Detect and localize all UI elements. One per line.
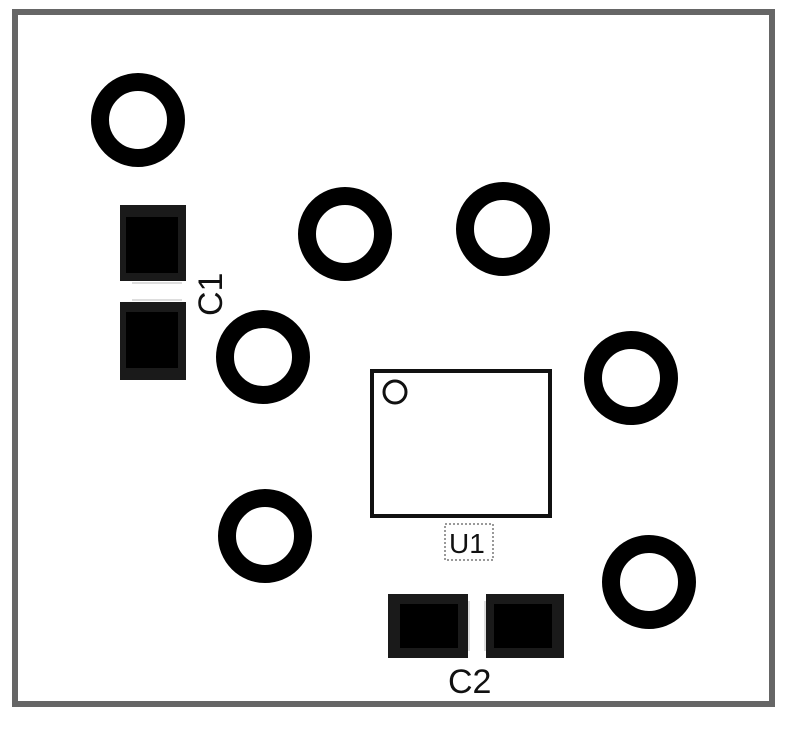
- u1-pin1-marker: [382, 379, 408, 405]
- via-1: [91, 73, 185, 167]
- c2-designator: C2: [448, 663, 491, 701]
- u1-footprint: U1: [370, 369, 552, 561]
- via-4: [216, 310, 310, 404]
- via-7: [602, 535, 696, 629]
- c2-pad-left-inner: [400, 604, 458, 648]
- c1-footprint: C1: [120, 205, 230, 380]
- via-5: [584, 331, 678, 425]
- via-2: [298, 187, 392, 281]
- u1-designator-box: [444, 523, 494, 561]
- via-3: [456, 182, 550, 276]
- c1-pad-bottom-inner: [126, 312, 178, 368]
- u1-designator: U1: [449, 528, 485, 559]
- c2-pad-right-inner: [494, 604, 552, 648]
- through-holes: [91, 73, 696, 629]
- c1-pad-top-inner: [126, 217, 178, 273]
- via-6: [218, 489, 312, 583]
- c2-footprint: C2: [388, 594, 564, 701]
- c1-designator: C1: [192, 273, 230, 316]
